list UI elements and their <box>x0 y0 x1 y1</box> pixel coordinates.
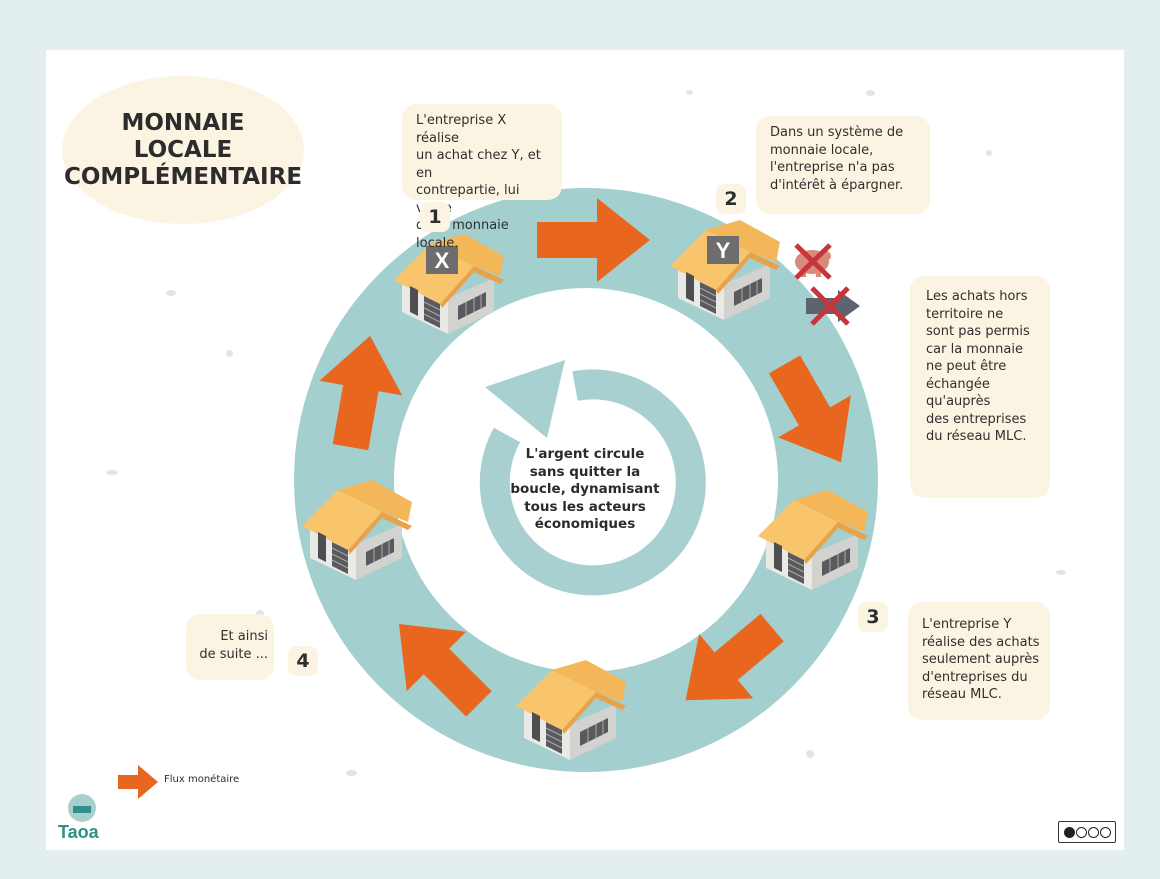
house-y-badge <box>707 236 739 264</box>
nc-circle-icon <box>1087 826 1099 838</box>
background-speck <box>866 90 875 96</box>
background-speck <box>806 750 814 758</box>
center-line: économiques <box>534 516 636 532</box>
background-speck <box>346 770 357 776</box>
background-speck <box>226 350 233 357</box>
step4-bubble: Et ainsi de suite ... <box>186 614 274 680</box>
bubble-line: l'entreprise n'a pas <box>770 160 895 175</box>
flow-arrow-1 <box>537 198 650 282</box>
flow-arrow-2 <box>768 355 851 463</box>
title-line: COMPLÉMENTAIRE <box>63 163 303 190</box>
step2-bubble: Dans un système de monnaie locale, l'ent… <box>756 116 930 214</box>
outside-territory-bubble: Les achats hors territoire ne sont pas p… <box>910 276 1050 498</box>
flow-arrow-4 <box>398 623 492 717</box>
bubble-line: d'intérêt à épargner. <box>770 177 904 193</box>
house-x-badge <box>426 246 458 274</box>
step1-bubble: L'entreprise X réalise un achat chez Y, … <box>402 104 562 251</box>
center-line: boucle, dynamisant <box>510 481 660 497</box>
background-speck <box>986 150 992 156</box>
nd-circle-icon <box>1099 826 1111 838</box>
red-cross-icon <box>810 286 850 326</box>
flow-arrow-3 <box>685 613 784 701</box>
bubble-line: Et ainsi <box>220 629 268 644</box>
bubble-line: réseau MLC. <box>922 687 1002 702</box>
bubble-line: L'entreprise X réalise <box>416 113 507 146</box>
house-y-label: Y <box>716 238 731 263</box>
creative-commons-icon <box>1058 821 1116 843</box>
bubble-line: Les achats hors <box>926 289 1028 304</box>
bubble-line: de suite ... <box>199 646 268 662</box>
bubble-line: un achat chez Y, et en <box>416 148 541 181</box>
bubble-line: L'entreprise Y <box>922 617 1012 632</box>
center-line: L'argent circule <box>525 446 645 462</box>
legend-label: Flux monétaire <box>164 774 240 785</box>
taoa-logo-text: Taoa <box>58 822 99 842</box>
title-bubble: MONNAIE LOCALE COMPLÉMENTAIRE <box>62 76 304 224</box>
step-number-1: 1 <box>420 202 450 232</box>
title-line: LOCALE <box>133 136 233 163</box>
inner-loop-arrowhead <box>485 360 565 438</box>
bubble-line: échangée <box>926 376 990 392</box>
center-line: sans quitter la <box>529 463 641 480</box>
bubble-line: Dans un système de <box>770 125 904 140</box>
cc-circle-icon <box>1063 826 1075 838</box>
bubble-line: d'entreprises du <box>922 669 1028 685</box>
inner-loop-band <box>479 369 706 596</box>
bubble-line: seulement auprès <box>922 652 1040 667</box>
step3-bubble: L'entreprise Y réalise des achats seulem… <box>908 602 1050 720</box>
background-speck <box>1056 570 1066 575</box>
bubble-line: ne peut être <box>926 359 1007 374</box>
title-line: MONNAIE <box>121 109 245 136</box>
bubble-line: qu'auprès <box>926 394 991 409</box>
bubble-line: territoire ne <box>926 306 1004 322</box>
center-line: tous les acteurs <box>524 498 646 515</box>
bubble-line: des entreprises <box>926 411 1027 427</box>
bubble-line: réalise des achats <box>922 634 1040 650</box>
background-speck <box>166 290 176 296</box>
red-cross-icon <box>794 243 832 280</box>
flow-arrow-5 <box>319 335 403 451</box>
legend-arrow-icon <box>118 765 158 799</box>
bubble-line: du réseau MLC. <box>926 429 1027 444</box>
background-speck <box>106 470 118 475</box>
background-speck <box>686 90 693 95</box>
bubble-line: monnaie locale, <box>770 142 874 158</box>
step-number-3: 3 <box>858 602 888 632</box>
step-number-4: 4 <box>288 646 318 676</box>
center-caption: L'argent circule sans quitter la boucle,… <box>500 446 670 534</box>
by-circle-icon <box>1075 826 1087 838</box>
house-x-label: X <box>435 248 450 273</box>
bubble-line: sont pas permis <box>926 324 1030 339</box>
bubble-line: car la monnaie <box>926 341 1023 357</box>
step-number-2: 2 <box>716 184 746 214</box>
taoa-logo-icon <box>68 794 96 822</box>
